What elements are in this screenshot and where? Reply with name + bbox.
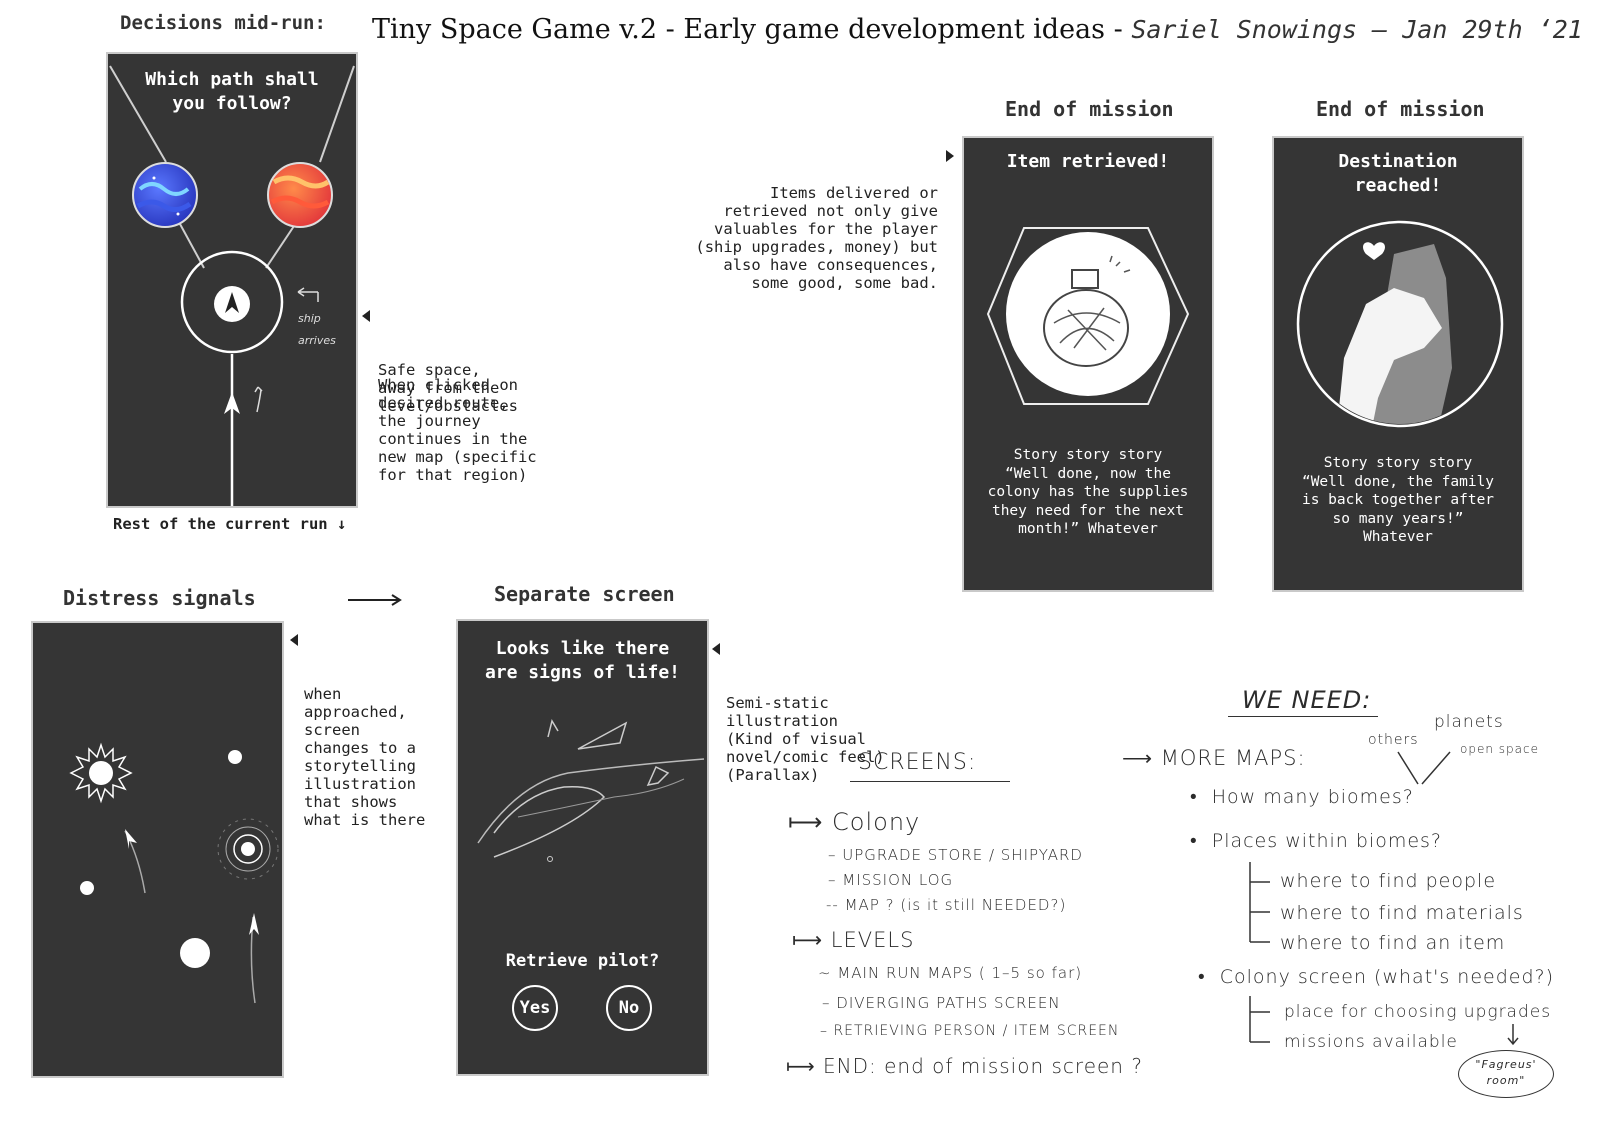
- places-item: where to find an item: [1280, 932, 1506, 954]
- end-item-story: Story story story “Well done, now the co…: [987, 447, 1189, 537]
- arrow-icon: ⟼: [788, 808, 833, 836]
- note-safe-text: Safe space, away from the level/obstacle…: [378, 361, 518, 415]
- colony-item: – MISSION LOG: [828, 871, 954, 889]
- need-bullet-text: How many biomes?: [1211, 786, 1414, 808]
- need-bullet-text: Colony screen (what's needed?): [1219, 966, 1555, 988]
- more-maps: ⟶ MORE MAPS:: [1122, 746, 1306, 770]
- red-planet: [267, 162, 333, 228]
- need-bullet-text: Places within biomes?: [1211, 830, 1443, 852]
- screens-colony: ⟼ Colony: [788, 808, 920, 836]
- end-item-panel: Item retrieved! Story story story “Well …: [962, 136, 1214, 592]
- colony-label: Colony: [832, 808, 921, 836]
- colony-need-item: missions available: [1284, 1032, 1458, 1052]
- end-dest-title: Destination reached!: [1338, 151, 1458, 196]
- places-item: where to find people: [1280, 870, 1497, 892]
- separate-panel: Looks like there are signs of life! Retr…: [456, 619, 709, 1076]
- no-button[interactable]: No: [606, 985, 652, 1031]
- separate-note: Semi-static illustration (Kind of visual…: [712, 640, 885, 802]
- screens-underline: [850, 781, 1010, 782]
- pointer-icon: [712, 643, 720, 655]
- separate-note-text: Semi-static illustration (Kind of visual…: [726, 694, 885, 784]
- levels-label: LEVELS: [830, 928, 915, 952]
- decisions-footer: Rest of the current run ↓: [113, 515, 347, 533]
- need-bullet: • Colony screen (what's needed?): [1198, 966, 1555, 988]
- sun-icon: [69, 742, 133, 804]
- blue-planet: [132, 162, 198, 228]
- end-dest-heading: End of mission: [1316, 97, 1485, 121]
- page-title: Tiny Space Game v.2 - Early game develop…: [372, 14, 1583, 45]
- branch-lines: [1397, 751, 1451, 785]
- screens-end: ⟼ END: end of mission screen ?: [786, 1054, 1143, 1078]
- arrow-icon: ⟶: [1122, 746, 1161, 770]
- yes-button[interactable]: Yes: [512, 985, 558, 1031]
- more-maps-label: MORE MAPS:: [1160, 746, 1306, 770]
- screens-heading: SCREENS:: [858, 750, 977, 775]
- safe-space-circle: [180, 250, 284, 354]
- need-bullet: • Places within biomes?: [1190, 830, 1443, 852]
- places-item: where to find materials: [1280, 902, 1524, 924]
- end-item-title: Item retrieved!: [1006, 151, 1170, 172]
- item-illustration: [986, 227, 1190, 405]
- spaceship-wreck-illustration: [477, 719, 705, 862]
- we-need-underline: [1228, 716, 1378, 717]
- pointer-icon: [362, 310, 370, 322]
- pointer-icon: [290, 634, 298, 646]
- distress-panel: [31, 621, 284, 1078]
- planets-label: planets: [1434, 712, 1504, 732]
- colony-item: -- MAP ? (is it still NEEDED?): [826, 896, 1067, 914]
- open-space-label: open space: [1460, 742, 1539, 756]
- others-label: others: [1368, 732, 1419, 748]
- distress-heading: Distress signals: [63, 586, 256, 610]
- items-note: Items delivered or retrieved not only gi…: [690, 148, 954, 328]
- distress-note-text: when approached, screen changes to a sto…: [304, 685, 426, 829]
- arrow-down-icon: [1507, 1024, 1519, 1046]
- tree-lines: [1249, 862, 1270, 943]
- distress-note: when approached, screen changes to a sto…: [290, 631, 425, 847]
- pointer-icon: [946, 150, 954, 162]
- levels-item: – RETRIEVING PERSON / ITEM SCREEN: [820, 1023, 1120, 1039]
- ship-arrives-label: ship arrives: [298, 312, 336, 347]
- end-dest-story: Story story story “Well done, the family…: [1301, 455, 1495, 545]
- separate-heading: Separate screen: [494, 582, 675, 606]
- end-item-heading: End of mission: [1005, 97, 1174, 121]
- levels-item: – DIVERGING PATHS SCREEN: [822, 994, 1061, 1012]
- decisions-panel: Which path shall you follow? ship arrive…: [106, 52, 358, 508]
- we-need-heading: WE NEED:: [1242, 686, 1372, 714]
- arrow-right-icon: [348, 594, 402, 606]
- need-bullet: • How many biomes?: [1190, 786, 1414, 808]
- items-note-text: Items delivered or retrieved not only gi…: [695, 184, 938, 292]
- title-text: Tiny Space Game v.2 - Early game develop…: [372, 14, 1123, 45]
- screens-levels: ⟼ LEVELS: [792, 928, 914, 952]
- colony-need-item: place for choosing upgrades: [1284, 1002, 1552, 1022]
- separate-title: Looks like there are signs of life!: [484, 638, 681, 683]
- end-label: END: end of mission screen ?: [823, 1054, 1143, 1078]
- colony-item: – UPGRADE STORE / SHIPYARD: [828, 846, 1083, 864]
- levels-item: ~ MAIN RUN MAPS ( 1–5 so far): [818, 964, 1083, 982]
- author-date: Sariel Snowings – Jan 29th ‘21: [1131, 15, 1583, 44]
- retrieve-question: Retrieve pilot?: [505, 951, 660, 971]
- end-dest-panel: Destination reached! Story story story “…: [1272, 136, 1524, 592]
- note-click-route: When clicked on desired route, the journ…: [378, 376, 537, 484]
- note-safe-space: Safe space, away from the level/obstacle…: [362, 307, 518, 433]
- distress-illustration: [69, 742, 279, 1004]
- decisions-panel-title: Which path shall you follow?: [145, 69, 319, 114]
- arrow-icon: ⟼: [792, 928, 831, 952]
- reunion-illustration: [1296, 220, 1504, 428]
- arrow-icon: ⟼: [786, 1054, 824, 1078]
- tree-lines: [1249, 996, 1270, 1043]
- decisions-illustration: [109, 65, 355, 506]
- fagreus-room: "Fagreus' room": [1458, 1050, 1554, 1098]
- decisions-heading: Decisions mid-run:: [120, 12, 326, 34]
